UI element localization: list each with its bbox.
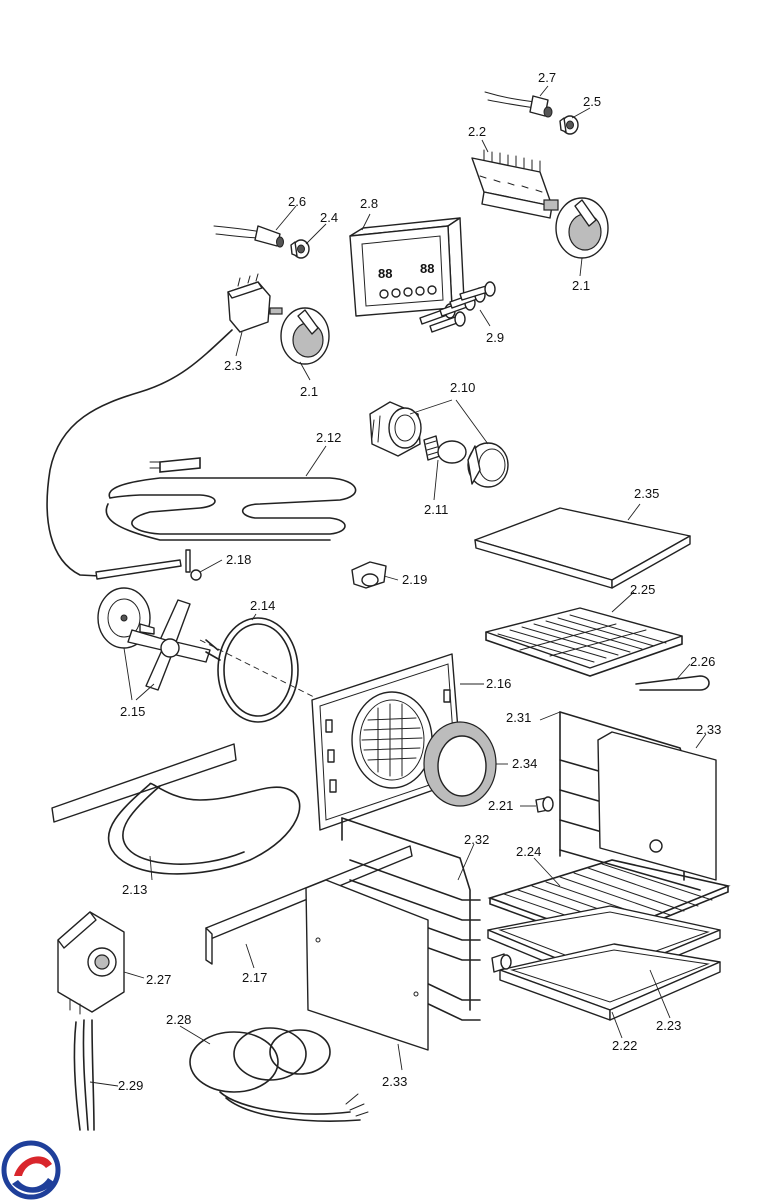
label-2-7: 2.7 — [538, 70, 556, 85]
part-2-25-oven-shelf — [485, 607, 683, 677]
part-2-2-selector-switch — [471, 149, 559, 219]
part-2-27-motor — [57, 911, 125, 1015]
part-2-35-baking-plate — [474, 507, 691, 589]
label-2-12: 2.12 — [316, 430, 341, 445]
brand-logo — [1, 1140, 61, 1200]
timer-digits-left: 88 — [378, 266, 392, 281]
label-2-23: 2.23 — [656, 1018, 681, 1033]
part-2-22-deep-tray — [499, 943, 721, 1021]
label-2-9: 2.9 — [486, 330, 504, 345]
label-2-11: 2.11 — [424, 502, 448, 517]
part-2-13-bottom-element — [51, 743, 301, 875]
part-2-14-circular-element — [205, 617, 299, 723]
part-2-15-fan-blade — [127, 599, 211, 691]
label-2-35: 2.35 — [634, 486, 659, 501]
part-2-19-lamp-clip — [351, 561, 387, 589]
part-2-16-back-panel — [311, 653, 463, 831]
label-2-24: 2.24 — [516, 844, 541, 859]
part-2-11-lamp-bulb — [423, 435, 467, 464]
label-2-29: 2.29 — [118, 1078, 143, 1093]
label-2-26: 2.26 — [690, 654, 715, 669]
fan-axis-line — [199, 639, 321, 701]
label-2-21: 2.21 — [488, 798, 513, 813]
part-2-10-lamp-cover — [467, 442, 509, 488]
label-2-1-right: 2.1 — [572, 278, 590, 293]
label-2-2: 2.2 — [468, 124, 486, 139]
part-2-10-lamp-holder — [369, 401, 422, 457]
label-2-27: 2.27 — [146, 972, 171, 987]
label-2-19: 2.19 — [402, 572, 427, 587]
part-2-9-push-buttons — [419, 281, 496, 333]
label-2-28: 2.28 — [166, 1012, 191, 1027]
part-2-12-grill-element — [105, 457, 357, 541]
label-2-32: 2.32 — [464, 832, 489, 847]
part-2-1-knob-left — [280, 307, 330, 365]
label-2-22: 2.22 — [612, 1038, 637, 1053]
label-2-14: 2.14 — [250, 598, 275, 613]
label-2-34: 2.34 — [512, 756, 537, 771]
part-2-18-clip — [185, 549, 202, 581]
label-2-3: 2.3 — [224, 358, 242, 373]
label-2-5: 2.5 — [583, 94, 601, 109]
timer-digits-right: 88 — [420, 261, 434, 276]
label-2-10: 2.10 — [450, 380, 475, 395]
door-stop-screw — [491, 953, 512, 973]
label-2-8: 2.8 — [360, 196, 378, 211]
leader-lines — [89, 85, 707, 1087]
label-2-33-right: 2.33 — [696, 722, 721, 737]
label-2-17: 2.17 — [242, 970, 267, 985]
label-2-18: 2.18 — [226, 552, 251, 567]
part-2-1-knob-right — [555, 197, 609, 259]
label-2-1-left: 2.1 — [300, 384, 318, 399]
label-2-33-left: 2.33 — [382, 1074, 407, 1089]
part-2-8-electronic-timer: 88 88 — [349, 217, 465, 317]
label-2-15: 2.15 — [120, 704, 145, 719]
label-2-25: 2.25 — [630, 582, 655, 597]
part-labels: 2.7 2.5 2.2 2.1 2.6 2.4 2.8 2.9 2.3 2.1 … — [118, 70, 721, 1093]
label-2-4: 2.4 — [320, 210, 338, 225]
part-2-28-wiring-loom — [189, 1027, 369, 1122]
part-2-4-knob-insert — [290, 239, 310, 259]
part-2-21-screw — [535, 796, 554, 813]
part-2-34-fan-cover — [423, 721, 497, 807]
part-2-29-power-cable — [73, 1019, 95, 1131]
label-2-13: 2.13 — [122, 882, 147, 897]
part-2-33-side-panel-right — [597, 731, 717, 881]
part-2-3-thermostat — [227, 273, 283, 333]
label-2-16: 2.16 — [486, 676, 511, 691]
part-2-26-shelf-clip — [635, 675, 710, 691]
capillary-tube — [46, 329, 233, 580]
part-2-33-side-panel-left — [305, 879, 429, 1051]
part-2-7-probe — [484, 91, 553, 118]
label-2-31: 2.31 — [506, 710, 531, 725]
label-2-6: 2.6 — [288, 194, 306, 209]
part-2-5-knob-insert — [559, 115, 579, 135]
part-2-6-lamp-wire — [213, 225, 284, 248]
